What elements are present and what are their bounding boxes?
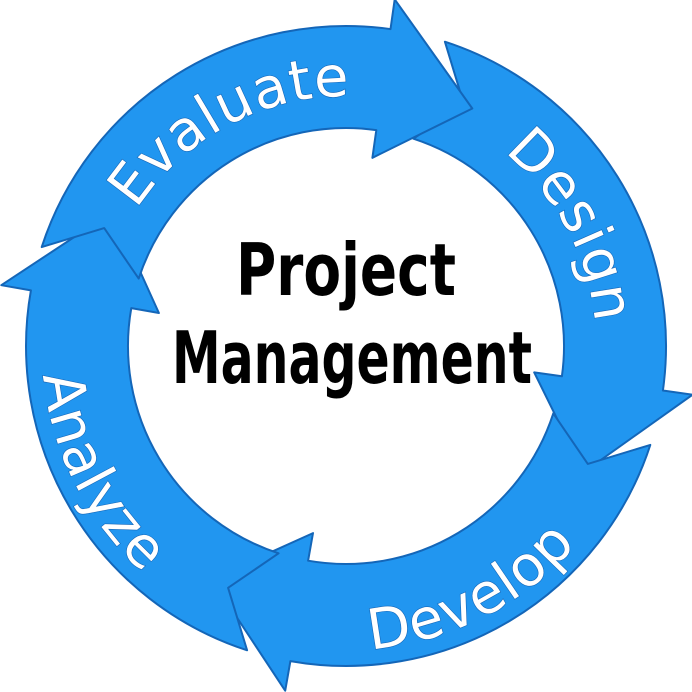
cycle-arrow-design xyxy=(412,40,692,474)
center-title-line2: Management xyxy=(172,316,532,400)
cycle-arrow-evaluate xyxy=(40,0,474,280)
center-title-line1: Project xyxy=(236,228,456,312)
cycle-arrow-develop xyxy=(210,412,652,692)
cycle-arrow-analyze xyxy=(0,210,280,652)
